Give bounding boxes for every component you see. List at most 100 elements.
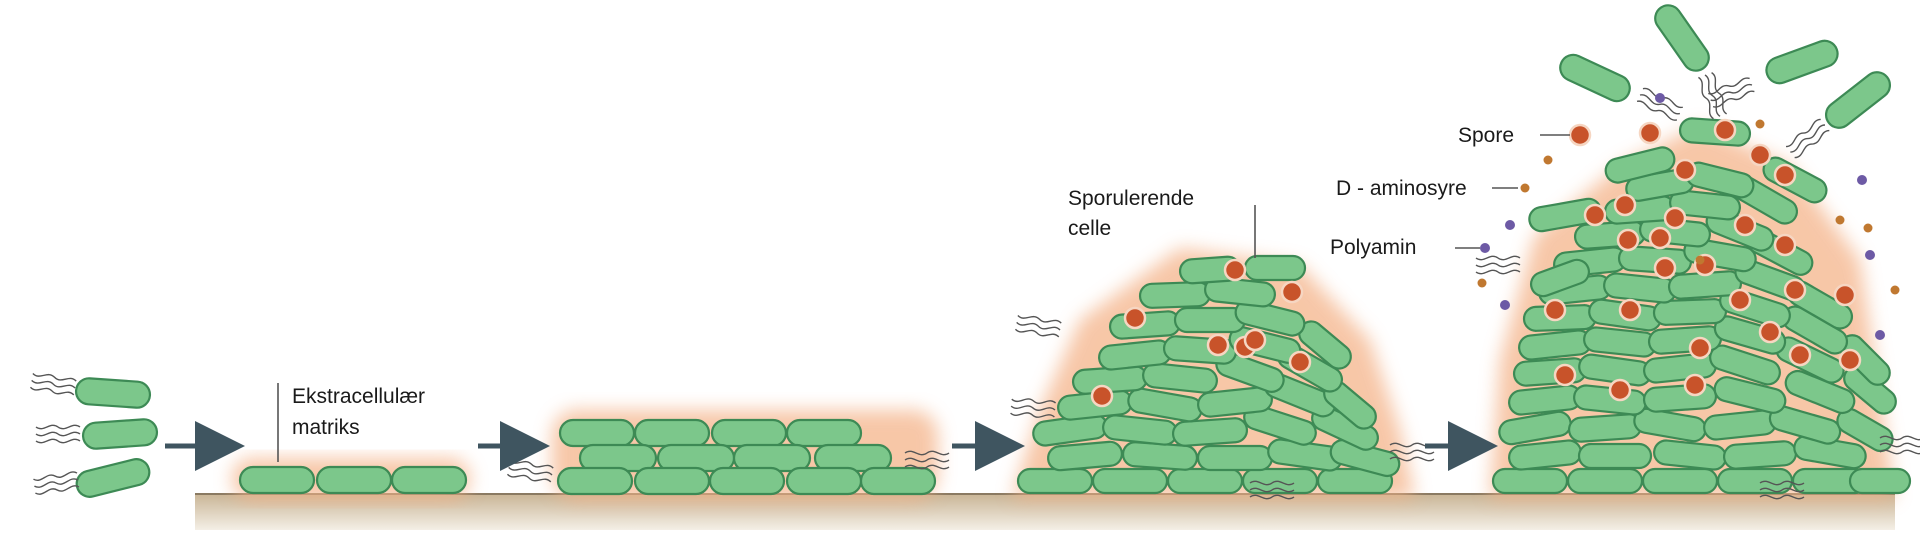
flagellum-strand — [35, 438, 81, 444]
flagella-9 — [1249, 480, 1295, 500]
dispersing-cell-1 — [1559, 53, 1631, 103]
spore-6 — [1280, 280, 1304, 304]
spore-2 — [1123, 306, 1147, 330]
bacterial-cell-4 — [238, 465, 316, 495]
polyamin-molecule-11 — [1500, 300, 1510, 310]
bacterial-cell-66 — [1498, 410, 1572, 446]
bacterial-cell-22 — [1166, 467, 1244, 495]
flagellum-strand — [33, 471, 78, 481]
bacterial-cell-58 — [1716, 467, 1794, 495]
bacterial-cell-19 — [859, 466, 937, 496]
spore-8 — [1243, 328, 1267, 352]
flagellum-strand — [1016, 321, 1061, 331]
flagellum-strand — [1711, 72, 1728, 115]
flagella-15 — [1879, 435, 1920, 455]
bacterial-cell-18 — [785, 466, 863, 496]
dispersing-cell-4 — [1824, 71, 1892, 129]
bacterial-cell-110 — [1604, 146, 1676, 184]
flagellum-strand — [32, 372, 77, 382]
bacterial-cell-2 — [81, 418, 159, 450]
dispersing-cell-3 — [1765, 39, 1839, 85]
spore-31 — [1788, 343, 1812, 367]
flagellum-strand — [1249, 487, 1295, 493]
spore-19 — [1648, 226, 1672, 250]
spore-32 — [1838, 348, 1862, 372]
flagellum-strand — [506, 473, 552, 483]
flagella-1 — [29, 372, 77, 396]
bacterial-cell-21 — [1091, 467, 1169, 495]
bacterial-cell-20 — [1016, 467, 1094, 495]
polyamin-molecule-12 — [1655, 93, 1665, 103]
flagellum-strand — [508, 466, 553, 476]
flagella-2 — [35, 424, 81, 444]
d-aminosyre-molecule-3 — [1835, 215, 1845, 225]
bacterial-cell-106 — [1669, 189, 1741, 221]
flagellum-strand — [1794, 129, 1830, 159]
flagellum-strand — [1014, 328, 1060, 338]
spore-33 — [1833, 283, 1857, 307]
bacterial-cell-3 — [75, 458, 151, 498]
flagellum-strand — [1759, 480, 1805, 486]
bacterial-cell-8 — [633, 418, 711, 448]
flagellum-strand — [35, 431, 81, 437]
molecules-layer — [1477, 93, 1900, 340]
spore-15 — [1583, 203, 1607, 227]
flagella-11 — [1697, 72, 1728, 120]
spore-23 — [1773, 233, 1797, 257]
flagellum-strand — [1710, 83, 1753, 102]
polyamin-molecule-15 — [1875, 330, 1885, 340]
flagellum-strand — [1475, 269, 1521, 275]
flagellum-strand — [904, 464, 950, 470]
flagellum-strand — [1708, 77, 1750, 95]
spore-3 — [1206, 333, 1230, 357]
bacterial-cell-52 — [1204, 276, 1276, 308]
flagellum-strand — [1017, 314, 1062, 324]
bacterial-cell-60 — [1848, 467, 1912, 495]
d-amino-label: D - aminosyre — [1336, 177, 1467, 200]
spore-21 — [1653, 256, 1677, 280]
spore-label: Spore — [1458, 124, 1514, 147]
flagellum-strand — [904, 450, 950, 456]
flagellum-strand — [1879, 435, 1920, 441]
bacterial-cell-9 — [710, 418, 788, 448]
bacterial-cell-64 — [1722, 440, 1798, 470]
bacterial-cell-25 — [1046, 440, 1124, 472]
spore-11 — [1713, 118, 1737, 142]
flagellum-strand — [1389, 449, 1435, 455]
flagellum-strand — [34, 478, 79, 488]
spore-34 — [1553, 363, 1577, 387]
d-aminosyre-molecule-2 — [1543, 155, 1553, 165]
bacterial-cell-5 — [315, 465, 393, 495]
flagellum-strand — [1759, 487, 1805, 493]
d-aminosyre-molecule-4 — [1863, 223, 1873, 233]
bacterial-cell-56 — [1566, 467, 1644, 495]
flagellum-strand — [35, 485, 80, 495]
substrate-surface — [195, 494, 1895, 530]
polyamin-label: Polyamin — [1330, 236, 1416, 259]
flagellum-strand — [35, 424, 81, 430]
flagella-4 — [506, 459, 554, 483]
bacterial-cell-49 — [1173, 306, 1247, 334]
polyamin-molecule-9 — [1480, 243, 1490, 253]
spore-9 — [1568, 123, 1592, 147]
bacterial-cell-24 — [1316, 467, 1394, 495]
bacterial-cell-87 — [1713, 315, 1787, 355]
spore-28 — [1758, 320, 1782, 344]
spore-27 — [1688, 336, 1712, 360]
flagellum-strand — [1475, 262, 1521, 268]
flagellum-strand — [1010, 412, 1055, 418]
flagellum-strand — [1636, 100, 1678, 121]
bacterial-cell-57 — [1641, 467, 1719, 495]
bacterial-cell-62 — [1577, 442, 1653, 470]
matrix-label-line1: Ekstracellulær — [292, 385, 425, 408]
spore-30 — [1728, 288, 1752, 312]
sporulating-label-line2: celle — [1068, 217, 1111, 240]
flagellum-strand — [1249, 494, 1295, 500]
flagellum-strand — [29, 386, 75, 396]
flagella-3 — [33, 471, 80, 495]
flagella-10 — [1636, 87, 1683, 121]
bacterial-cell-67 — [1567, 413, 1643, 443]
d-aminosyre-molecule-8 — [1695, 255, 1705, 265]
spore-16 — [1613, 193, 1637, 217]
